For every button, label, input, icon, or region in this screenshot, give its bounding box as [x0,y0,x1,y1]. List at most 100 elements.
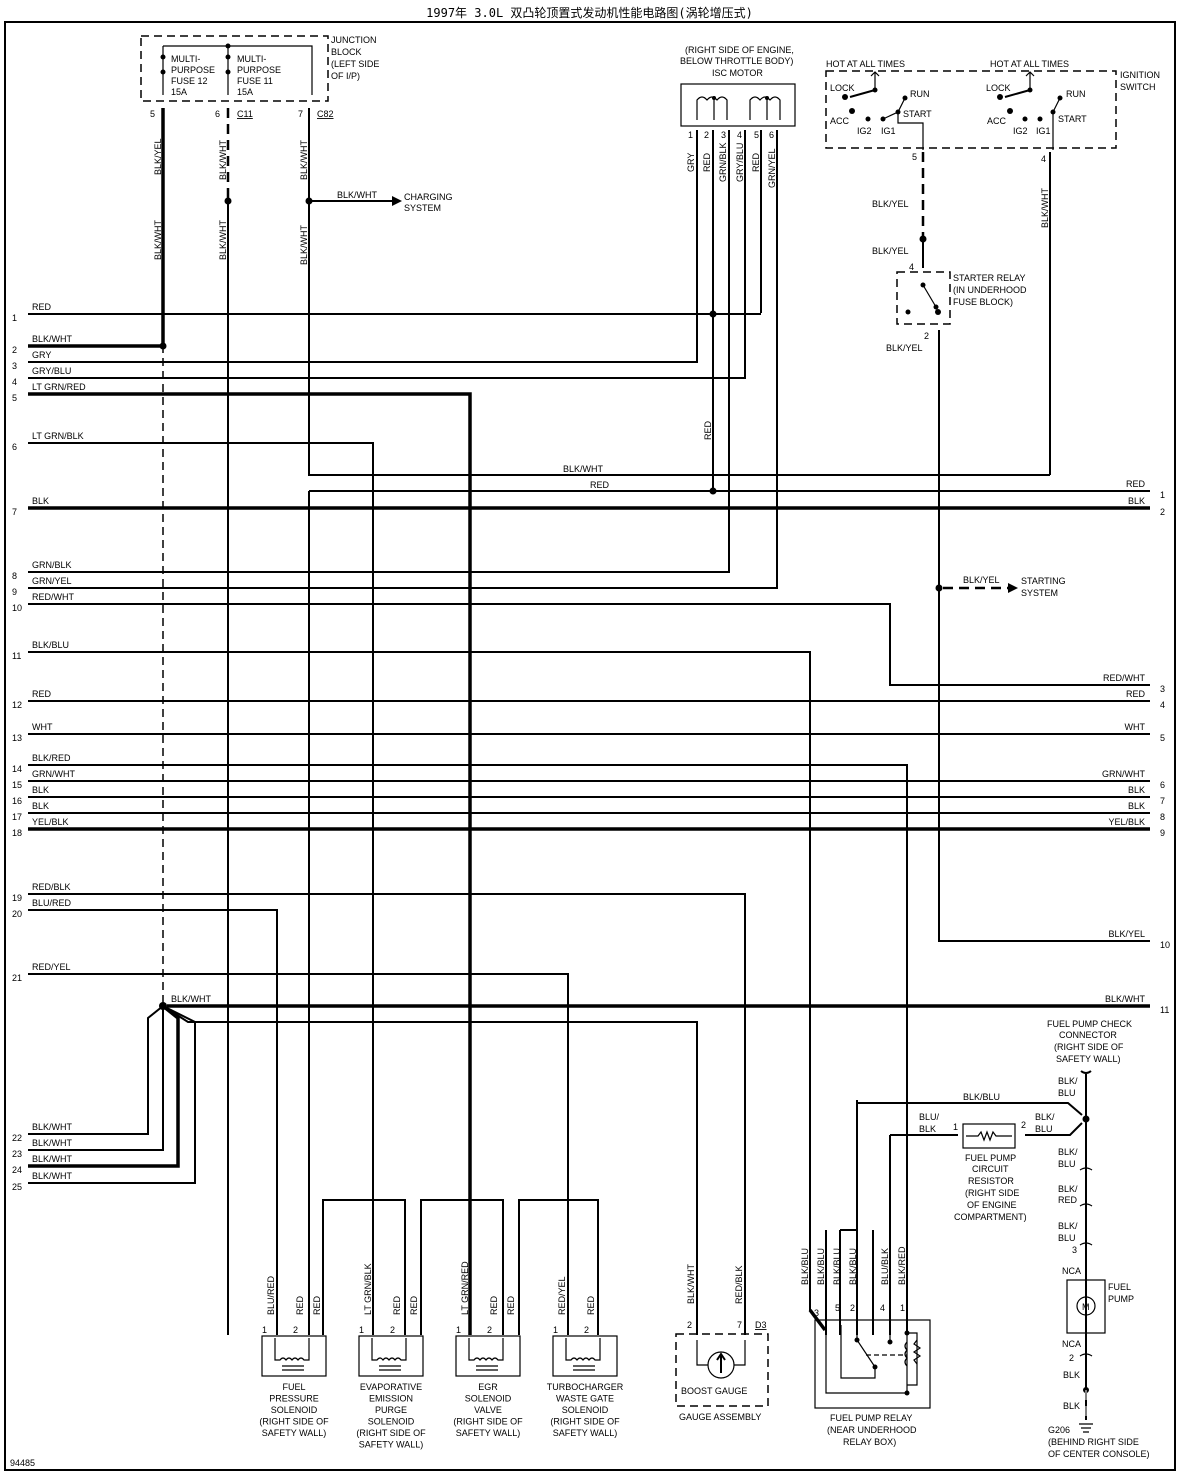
solenoid-label: EGR [478,1382,498,1392]
left-wire-color: YEL/BLK [32,817,69,827]
resistor-label-5: OF ENGINE [967,1200,1017,1210]
right-wire-color: GRN/WHT [1102,769,1145,779]
wire-label: RED [392,1295,402,1315]
fuel-pump-relay: 3 5 2 4 1 FUEL PUMP RELAY (NEAR UNDERHOO… [800,1100,931,1447]
right-wire-color: BLK [1128,801,1145,811]
wire-label: RED [409,1295,419,1315]
resistor-label-2: CIRCUIT [972,1164,1009,1174]
left-pin-number: 15 [12,780,22,790]
fuel-pump-circuit: FUEL PUMP CHECK CONNECTOR (RIGHT SIDE OF… [857,1019,1150,1459]
wire-label: BLU [1035,1124,1053,1134]
right-wire-color: BLK/WHT [1105,994,1146,1004]
left-pin-number: 3 [12,361,17,371]
resistor-label-3: RESISTOR [968,1176,1014,1186]
diagram-frame [4,21,1176,1471]
left-wire-color: GRY [32,350,51,360]
wire-label: BLK/BLU [848,1248,858,1285]
pin-label: 6 [215,109,220,119]
pin-label: 4 [880,1303,885,1313]
solenoid-label: SOLENOID [271,1405,318,1415]
wire-label: RED [702,152,712,172]
solenoid-label: (RIGHT SIDE OF [356,1428,426,1438]
wire-label: BLK/WHT [218,139,228,180]
acc-label: ACC [987,116,1007,126]
isc-location-1: (RIGHT SIDE OF ENGINE, [685,45,794,55]
right-pin-number: 10 [1160,940,1170,950]
lock-label: LOCK [986,83,1011,93]
fuel-pump-relay-label-3: RELAY BOX) [843,1437,896,1447]
ignition-switch-outline [825,70,1117,149]
charging-system-label: CHARGING [404,192,453,202]
pin-label: 1 [953,1122,958,1132]
solenoid-label: PURGE [375,1405,407,1415]
left-wire-color: BLK [32,785,49,795]
solenoid-label: (RIGHT SIDE OF [550,1417,620,1427]
left-wire-row: 18 YEL/BLK [12,817,69,838]
left-pin-number: 12 [12,700,22,710]
isc-motor-box [680,83,796,127]
wire-grn-yel [28,130,778,589]
charging-wire-label: BLK/WHT [337,190,378,200]
left-wire-color: GRN/WHT [32,769,75,779]
left-wire-color: BLK/RED [32,753,71,763]
left-pin-number: 4 [12,377,17,387]
pin-label: 1 [262,1325,267,1335]
solenoid-label: PRESSURE [269,1394,319,1404]
wire-label: BLK/WHT [686,1263,696,1304]
wire-label: BLK/WHT [1040,187,1050,228]
left-pin-number: 16 [12,796,22,806]
solenoid-label: WASTE GATE [556,1394,614,1404]
left-wire-color: GRY/BLU [32,366,71,376]
wire-label: BLK/YEL [872,199,909,209]
fuel-pump-label-2: PUMP [1108,1294,1134,1304]
starter-relay: 4 2 STARTER RELAY (IN UNDERHOOD FUSE BLO… [896,262,1027,341]
resistor-icon [912,1339,922,1365]
fuse12-label-3: FUSE 12 [171,76,208,86]
left-pin-number: 11 [12,651,21,661]
right-pin-number: 6 [1160,780,1165,790]
left-wire-color: RED [32,689,52,699]
junction-block-label-3: (LEFT SIDE [331,59,379,69]
left-pin-number: 5 [12,393,17,403]
left-wire-row: 21 RED/YEL [12,962,71,983]
coil-icon [274,1338,310,1371]
fuel-pump-relay-box [814,1319,931,1409]
wire-label: LT GRN/RED [460,1261,470,1315]
ig2-label: IG2 [1013,126,1028,136]
wire-label: BLK/BLU [963,1092,1000,1102]
right-pin-number: 8 [1160,812,1165,822]
left-wire-color: GRN/YEL [32,576,72,586]
left-pin-number: 21 [12,973,22,983]
pin-label: 1 [456,1325,461,1335]
coil-icon [696,96,728,120]
right-wire-color: YEL/BLK [1108,817,1145,827]
left-pin-number: 22 [12,1133,22,1143]
junction-block-label-1: JUNCTION [331,35,377,45]
wire-label: BLK/ [1058,1184,1078,1194]
starting-system-label-2: SYSTEM [1021,588,1058,598]
pin-label: 4 [909,262,914,272]
solenoid-label: SAFETY WALL) [262,1428,327,1438]
wire-label: BLK [1063,1401,1080,1411]
starter-relay-label-3: FUSE BLOCK) [953,297,1013,307]
wire-label: BLK/YEL [872,246,909,256]
fuse11-label-1: MULTI- [237,54,266,64]
left-wire-color: RED/BLK [32,882,71,892]
left-wire-color: RED/YEL [32,962,71,972]
wire-label: BLK/WHT [299,139,309,180]
junction-block-outline [140,35,329,102]
ignition-switch-label: IGNITION [1120,70,1160,80]
pin-label: 2 [293,1325,298,1335]
wire-label: BLK [1063,1370,1080,1380]
left-pin-number: 18 [12,828,22,838]
pin-label: 5 [835,1303,840,1313]
left-wire-color: BLK [32,801,49,811]
charging-system-label-2: SYSTEM [404,203,441,213]
